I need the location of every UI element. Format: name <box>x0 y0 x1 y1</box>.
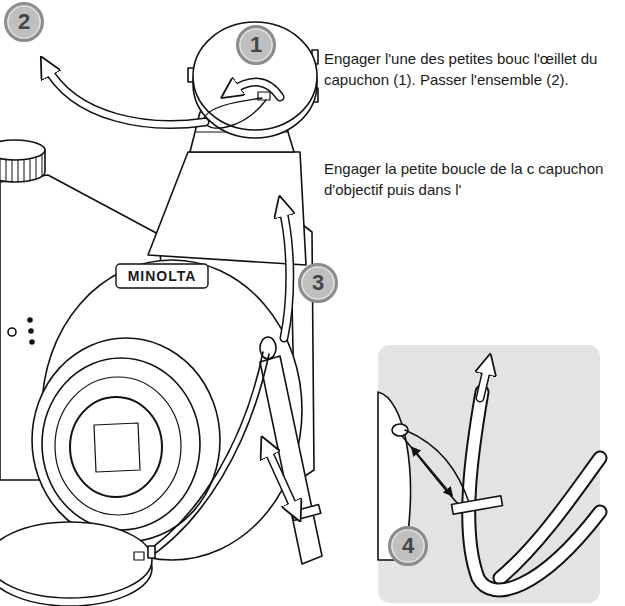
direction-arrow <box>480 364 488 398</box>
lens-cap <box>0 522 152 598</box>
direction-arrow <box>266 446 296 512</box>
brand-plate <box>116 264 208 288</box>
cap-cord <box>203 98 266 128</box>
callout-number: 4 <box>402 534 414 558</box>
lens-ring <box>32 338 220 542</box>
dial-knurl <box>0 155 42 182</box>
callout-number: 2 <box>18 10 30 34</box>
lens-cap <box>193 22 317 130</box>
direction-arrow <box>282 206 290 338</box>
lens-glass <box>70 397 162 497</box>
direction-arrow <box>282 206 290 338</box>
body-led <box>28 318 32 322</box>
neck-strap <box>469 392 600 590</box>
cap-cord <box>140 352 263 556</box>
direction-arrow <box>266 446 296 512</box>
direction-arrow <box>46 66 205 124</box>
callout-circle: 3 <box>298 263 338 303</box>
body-button <box>8 328 16 336</box>
callout-circle-fill <box>6 4 43 41</box>
cap-cord <box>405 430 470 505</box>
brand-name: MINOLTA <box>128 268 197 284</box>
instruction-text: Engager la petite boucle de la c capucho… <box>324 158 618 200</box>
body-led <box>30 340 34 344</box>
direction-arrow <box>230 82 280 97</box>
mode-dial-top <box>0 140 45 160</box>
direction-arrow <box>480 364 488 398</box>
callout-circle: 2 <box>4 2 44 42</box>
instruction-text: Engager l'une des petites bouc l'œillet … <box>324 48 618 90</box>
cap-cord <box>144 354 269 561</box>
callout-circle-ring <box>302 267 334 299</box>
callout-circle-ring <box>8 6 40 38</box>
callout-number: 1 <box>250 33 262 57</box>
callout-circle-fill <box>390 528 427 565</box>
callout-circle-ring <box>392 530 424 562</box>
callout-circle-fill <box>238 27 275 64</box>
neck-strap <box>469 392 600 590</box>
direction-arrow <box>230 82 280 97</box>
detail-inset <box>378 345 600 603</box>
callout-circle-ring <box>240 29 272 61</box>
callout-circle: 1 <box>236 25 276 65</box>
callout-circle-fill <box>300 265 337 302</box>
direction-arrow <box>46 66 205 124</box>
lens-aperture <box>94 423 140 472</box>
lens-ring <box>42 358 200 530</box>
strap-keeper <box>452 496 503 515</box>
callout-circle: 4 <box>388 526 428 566</box>
callout-number: 3 <box>312 271 324 295</box>
cap-cord <box>402 436 466 512</box>
direction-arrow <box>414 450 450 493</box>
lens-ring <box>55 377 181 515</box>
lens-cap-tab <box>148 546 155 558</box>
cap-eyelet <box>134 552 144 560</box>
body-led <box>29 329 33 333</box>
neck-strap <box>260 356 322 564</box>
